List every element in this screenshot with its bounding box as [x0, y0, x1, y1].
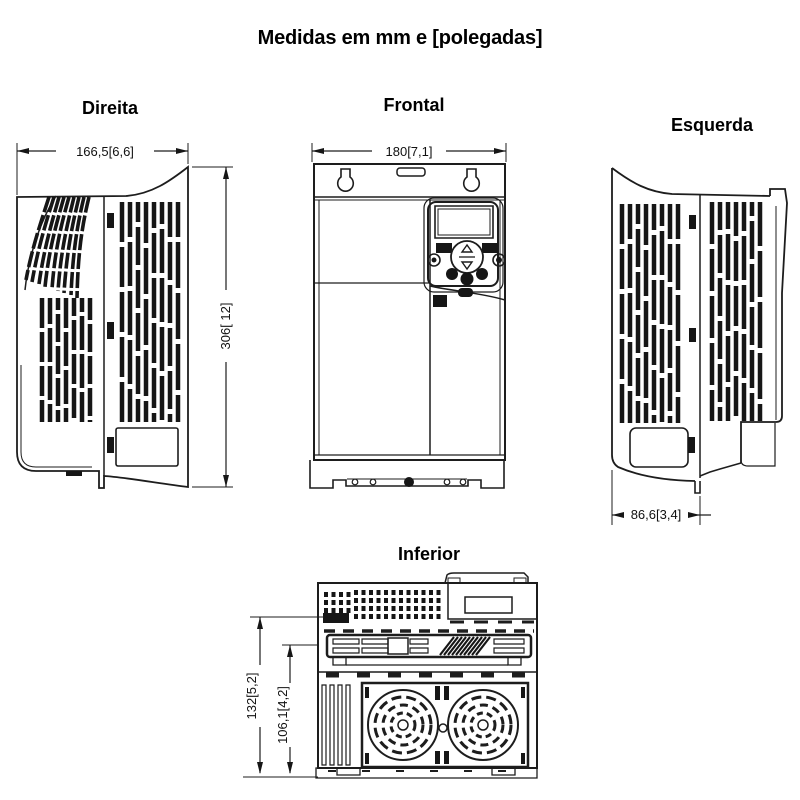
- keypad-display: [435, 206, 493, 238]
- inferior-body: [318, 573, 537, 768]
- gland-hole-center: [404, 477, 414, 487]
- view-label-frontal: Frontal: [383, 95, 445, 115]
- inferior-overall-dimension: 132[5,2]: [243, 617, 324, 777]
- inferior-view-drawing: 132[5,2] 106,1[4,2]: [238, 565, 560, 795]
- arrow-down-key: [460, 261, 474, 271]
- middle-vent-band: [327, 635, 531, 657]
- direita-width-dim-text: 166,5[6,6]: [76, 144, 134, 159]
- terminal-slats: [326, 590, 439, 622]
- inferior-left-slats: [322, 685, 350, 765]
- esquerda-vent-slats-right: [712, 202, 760, 421]
- frontal-width-dim-text: 180[7,1]: [386, 144, 433, 159]
- status-led-block: [433, 295, 447, 307]
- gland-hole: [444, 479, 450, 485]
- foot-tab: [492, 768, 515, 775]
- inferior-overall-dim-text: 132[5,2]: [244, 673, 259, 720]
- mounting-clip: [107, 322, 114, 339]
- direita-view-drawing: 166,5[6,6]: [4, 140, 233, 508]
- inferior-partial-dim-text: 106,1[4,2]: [275, 686, 290, 744]
- inferior-partial-dimension: 106,1[4,2]: [275, 645, 318, 774]
- inferior-bottom-bar: [316, 768, 537, 778]
- enter-key: [460, 272, 474, 286]
- center-screw: [439, 724, 447, 732]
- foot-tab: [337, 768, 360, 775]
- view-label-esquerda: Esquerda: [670, 115, 754, 135]
- gland-hole: [460, 479, 466, 485]
- label-plate: [323, 613, 349, 623]
- direita-height-dim-text: 306[ 12]: [218, 303, 233, 350]
- keyhole-mount-right: [464, 169, 480, 191]
- softkey-right: [482, 243, 498, 253]
- esquerda-view-drawing: 86,6[3,4]: [598, 158, 800, 533]
- band-square: [388, 638, 408, 654]
- fan-grille: [362, 683, 528, 767]
- direita-width-dimension: 166,5[6,6]: [17, 143, 188, 195]
- view-label-inferior: Inferior: [397, 544, 460, 564]
- start-key: [476, 268, 488, 280]
- frontal-bottom-bar: [310, 460, 504, 488]
- frontal-view-drawing: 180[7,1]: [300, 140, 515, 500]
- frontal-width-dimension: 180[7,1]: [312, 143, 506, 162]
- keypad: [424, 198, 505, 292]
- keyhole-mount-left: [338, 169, 354, 191]
- keypad-pocket: [448, 583, 537, 619]
- top-slot: [397, 168, 425, 176]
- terminal-cover: [116, 428, 178, 466]
- direita-vent-slats-upper: [122, 202, 178, 422]
- frontal-body: [314, 164, 505, 460]
- mounting-clip: [689, 215, 696, 229]
- esquerda-depth-dimension: 86,6[3,4]: [612, 470, 711, 525]
- direita-height-dimension: 306[ 12]: [192, 167, 233, 487]
- direita-vent-slats-lower: [42, 298, 90, 422]
- arrow-up-key: [460, 243, 474, 253]
- terminal-cover: [630, 428, 688, 467]
- foot-tab: [66, 471, 82, 476]
- stop-key: [446, 268, 458, 280]
- esquerda-body: [612, 168, 787, 493]
- page-title: Medidas em mm e [polegadas]: [257, 27, 543, 49]
- gland-hole: [352, 479, 358, 485]
- gland-hole: [370, 479, 376, 485]
- mounting-clip: [107, 213, 114, 228]
- mounting-clip: [688, 437, 695, 453]
- remote-key: [493, 254, 505, 266]
- direita-curved-louvers: [26, 197, 89, 298]
- view-label-direita: Direita: [81, 98, 139, 118]
- mounting-clip: [689, 328, 696, 342]
- esquerda-depth-dim-text: 86,6[3,4]: [631, 507, 682, 522]
- esquerda-vent-slats-left: [622, 204, 678, 423]
- keypad-bump: [445, 573, 528, 583]
- softkey-left: [436, 243, 452, 253]
- mounting-clip: [107, 437, 114, 453]
- fan-left: [368, 690, 438, 760]
- release-latch: [458, 288, 473, 297]
- local-key: [428, 254, 440, 266]
- fan-right: [448, 690, 518, 760]
